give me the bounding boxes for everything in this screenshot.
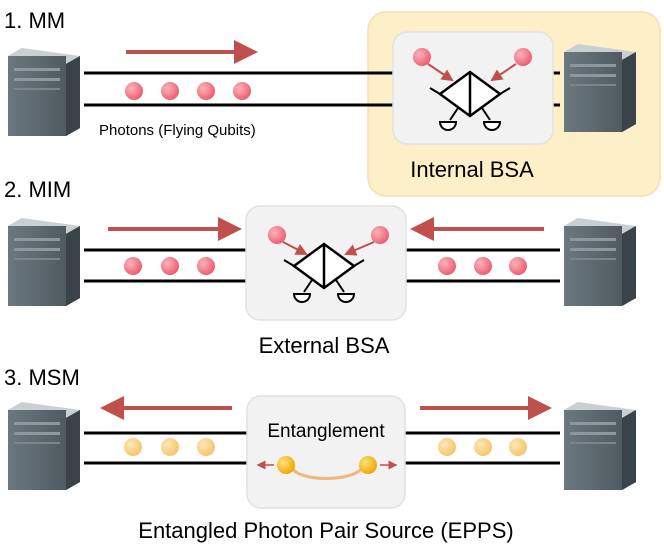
photon-icon bbox=[161, 257, 179, 275]
photons-label: Photons (Flying Qubits) bbox=[99, 122, 256, 139]
photon-icon bbox=[197, 438, 215, 456]
photon-icon bbox=[268, 226, 286, 244]
photon-icon bbox=[161, 438, 179, 456]
server-icon bbox=[8, 218, 80, 306]
photon-icon bbox=[509, 257, 527, 275]
photon-icon bbox=[371, 226, 389, 244]
photon-group bbox=[438, 438, 527, 456]
photon-icon bbox=[438, 438, 456, 456]
photon-icon bbox=[474, 257, 492, 275]
arrow-icon bbox=[282, 241, 308, 255]
bsa-label: External BSA bbox=[259, 333, 390, 358]
photon-group bbox=[124, 438, 215, 456]
section-mm: 1. MM Photons (Flying Qubits) Internal B… bbox=[4, 8, 661, 197]
server-icon bbox=[8, 402, 80, 490]
arrow-icon bbox=[427, 63, 454, 82]
section-title: 2. MIM bbox=[4, 177, 71, 202]
photon-icon bbox=[233, 82, 251, 100]
bsa-label: Internal BSA bbox=[410, 157, 534, 182]
section-title: 3. MSM bbox=[4, 365, 80, 390]
entanglement-link bbox=[290, 466, 364, 480]
section-title: 1. MM bbox=[4, 8, 65, 33]
photon-icon bbox=[197, 257, 215, 275]
photon-icon bbox=[161, 82, 179, 100]
photon-icon bbox=[124, 257, 142, 275]
server-icon bbox=[564, 402, 636, 490]
server-icon bbox=[8, 48, 80, 136]
photon-group bbox=[438, 257, 527, 275]
photon-icon bbox=[413, 48, 431, 66]
epps-box bbox=[246, 395, 406, 509]
photon-icon bbox=[277, 456, 295, 474]
photon-icon bbox=[125, 82, 143, 100]
photon-icon bbox=[359, 456, 377, 474]
photon-icon bbox=[438, 257, 456, 275]
arrow-icon bbox=[490, 63, 517, 82]
photon-group bbox=[125, 82, 251, 100]
photon-icon bbox=[514, 48, 532, 66]
server-icon bbox=[564, 218, 636, 306]
entanglement-label: Entanglement bbox=[267, 421, 385, 442]
server-icon bbox=[564, 44, 636, 132]
photon-icon bbox=[509, 438, 527, 456]
photon-icon bbox=[197, 82, 215, 100]
section-msm: 3. MSM Entanglement Entangled Photon Pai… bbox=[4, 365, 636, 543]
photon-icon bbox=[474, 438, 492, 456]
arrow-icon bbox=[344, 241, 375, 256]
epps-label: Entangled Photon Pair Source (EPPS) bbox=[138, 518, 513, 543]
photon-icon bbox=[124, 438, 142, 456]
photon-group bbox=[124, 257, 215, 275]
section-mim: 2. MIM External BSA bbox=[4, 177, 636, 358]
